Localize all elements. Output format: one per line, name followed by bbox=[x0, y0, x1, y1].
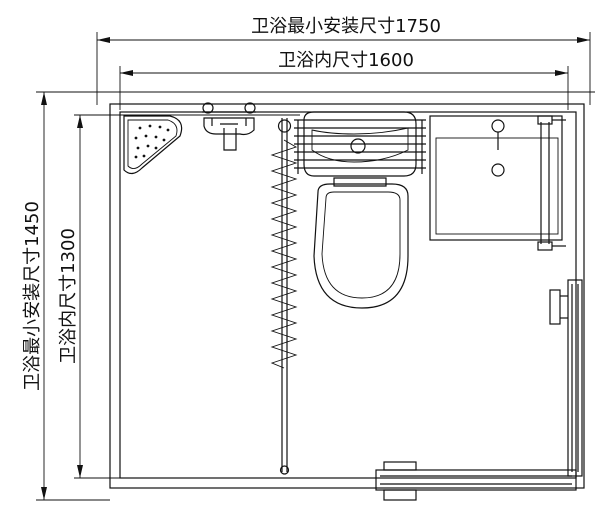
toilet-bowl bbox=[313, 177, 409, 309]
min-install-height-label: 卫浴最小安装尺寸1450 bbox=[22, 201, 43, 391]
inner-height-label: 卫浴内尺寸1300 bbox=[58, 228, 79, 364]
toilet-tank bbox=[294, 111, 426, 177]
door bbox=[375, 279, 583, 501]
shower-curtain bbox=[270, 118, 298, 475]
dimension-inner-height: 卫浴内尺寸1300 bbox=[58, 114, 300, 479]
vanity-basin bbox=[429, 115, 563, 241]
dimension-min-install-width: 卫浴最小安装尺寸1750 bbox=[96, 16, 591, 105]
shower-mixer-icon bbox=[202, 102, 256, 151]
corner-shelf bbox=[123, 115, 183, 175]
grab-bar bbox=[537, 115, 566, 251]
min-install-width-label: 卫浴最小安装尺寸1750 bbox=[251, 16, 441, 37]
dimension-min-install-height: 卫浴最小安装尺寸1450 bbox=[22, 91, 595, 501]
dimension-inner-width: 卫浴内尺寸1600 bbox=[119, 50, 569, 110]
inner-width-label: 卫浴内尺寸1600 bbox=[278, 50, 414, 71]
